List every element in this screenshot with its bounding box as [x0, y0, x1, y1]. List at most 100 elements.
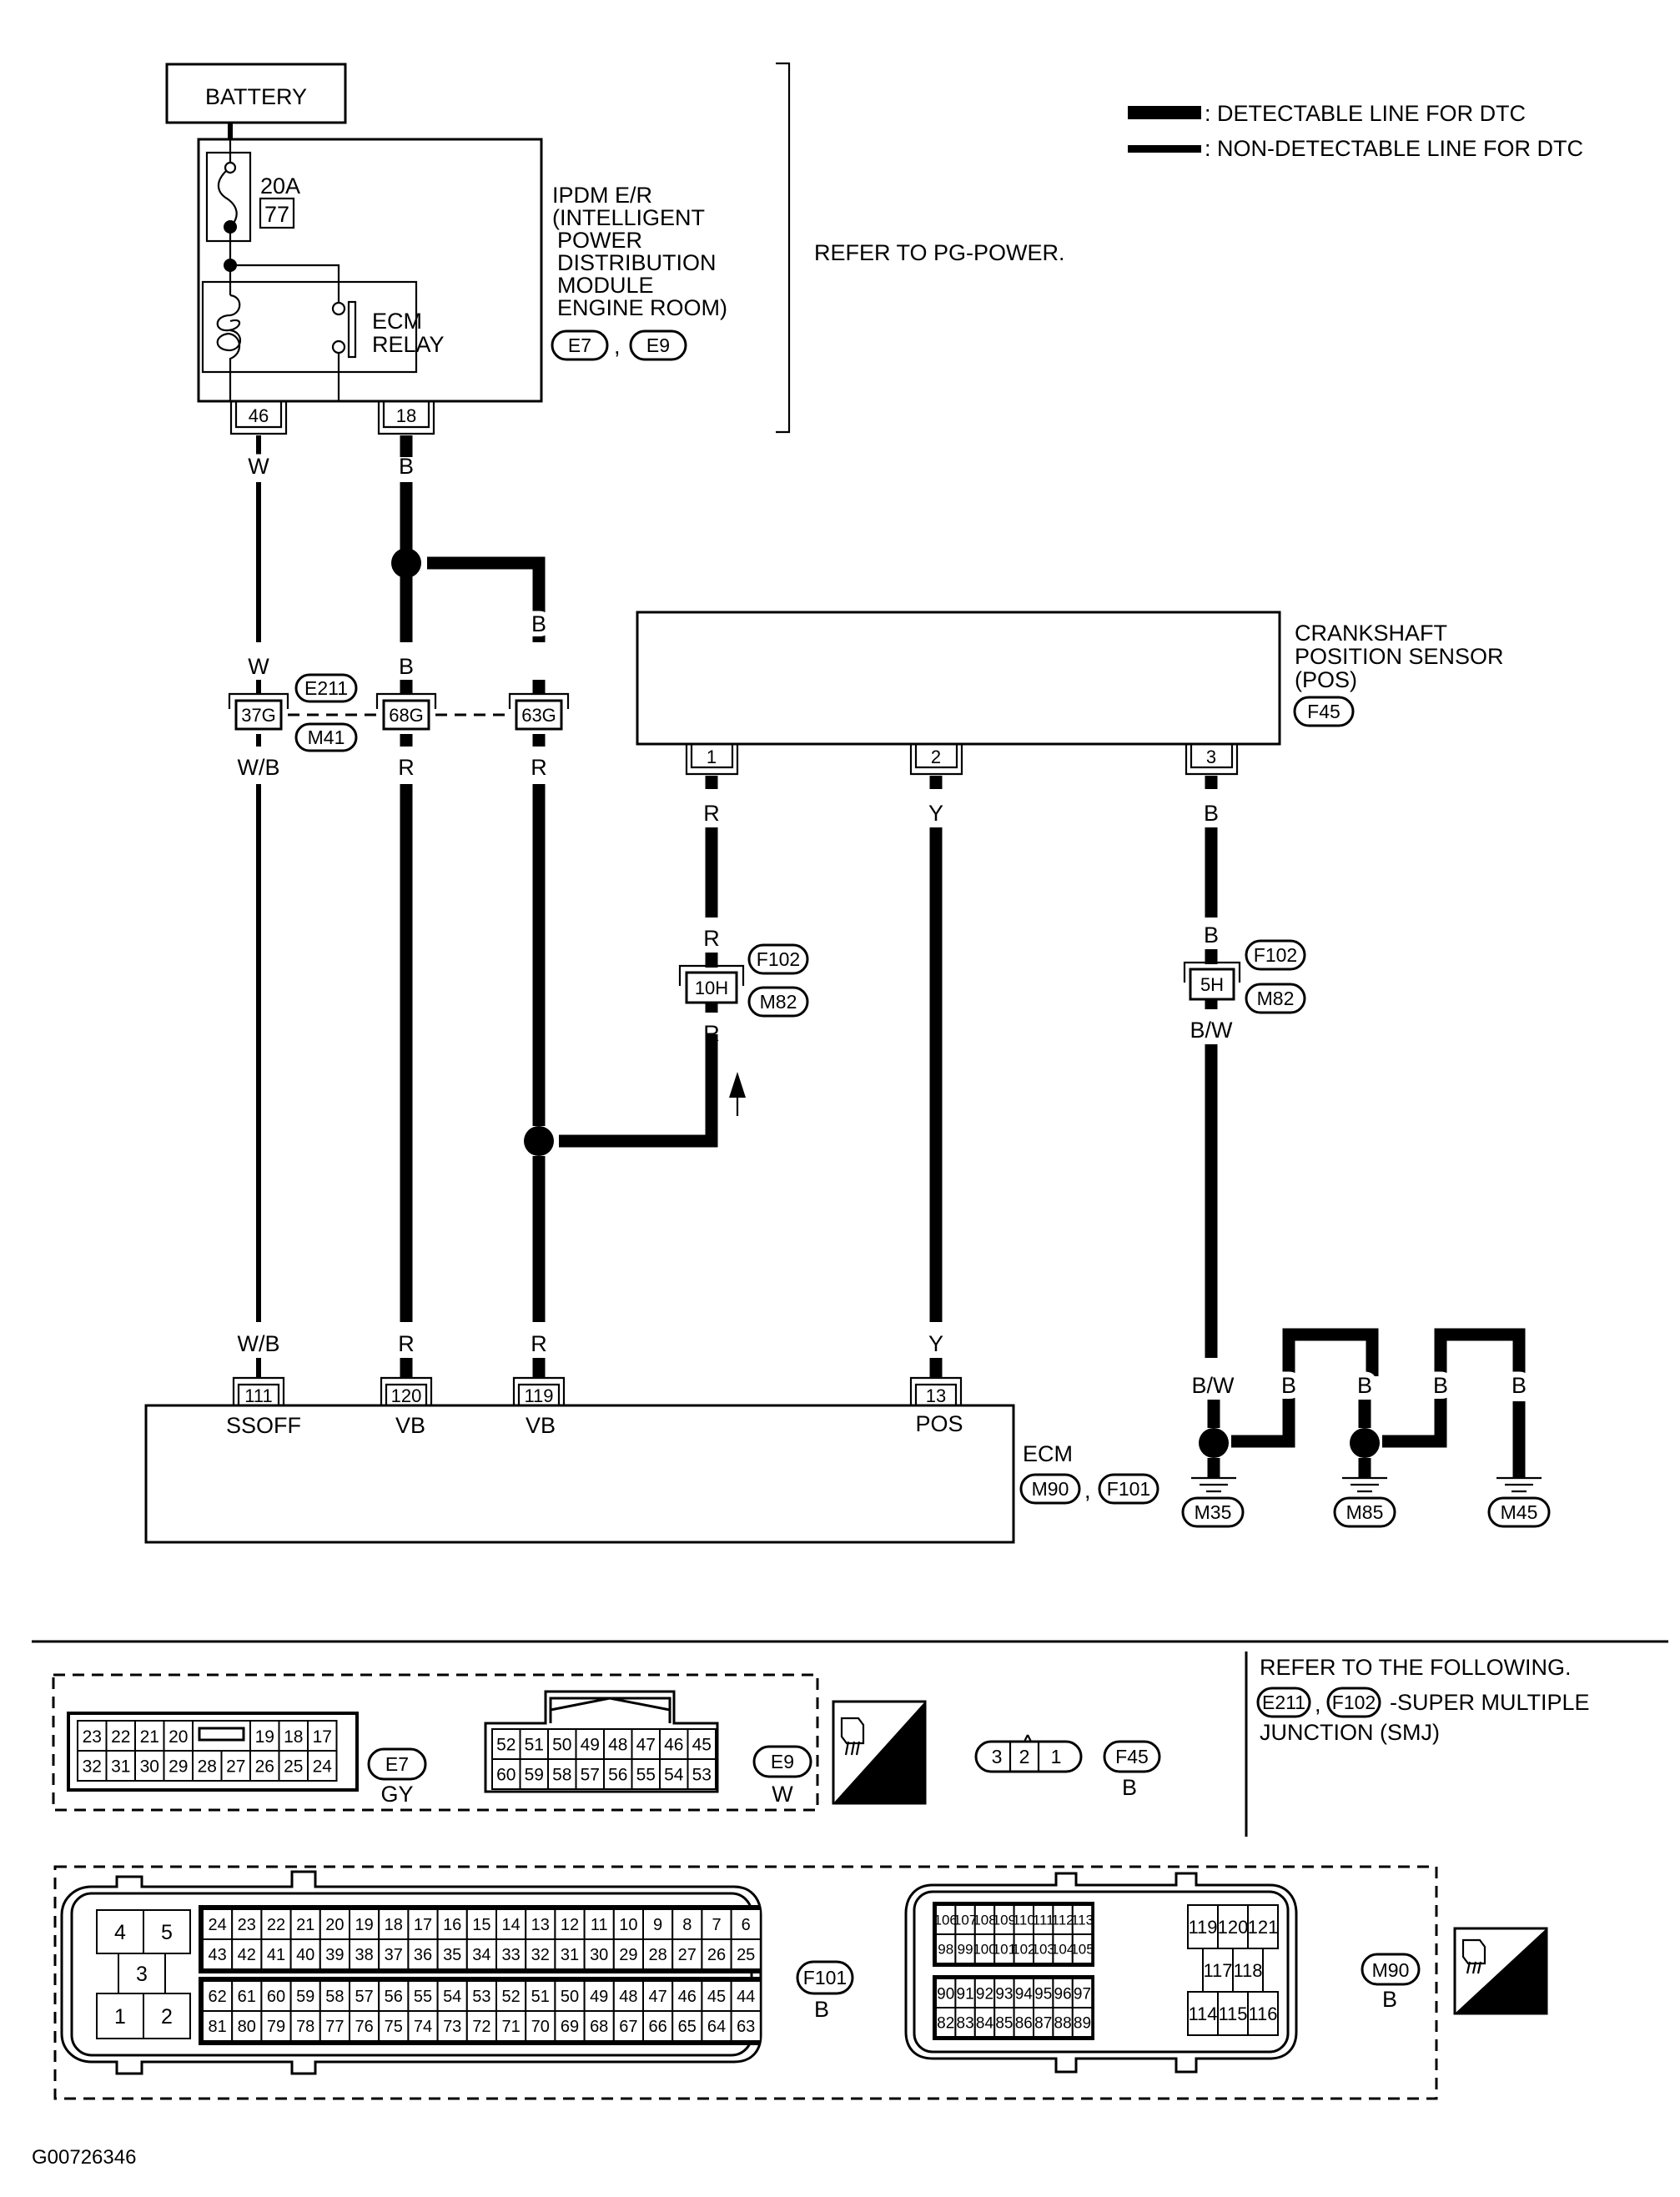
connector-ref-e7[interactable] — [551, 329, 609, 361]
svg-text:51: 51 — [525, 1736, 544, 1755]
svg-text:68: 68 — [590, 2018, 608, 2036]
svg-text:R: R — [703, 1021, 720, 1046]
svg-text:25: 25 — [737, 1946, 755, 1964]
ecm-relay-box — [201, 280, 418, 374]
svg-text:118: 118 — [1233, 1960, 1262, 1981]
connector-pin: 19 — [249, 1720, 280, 1752]
ecm-connector-group — [53, 1865, 1438, 2100]
svg-text:5H: 5H — [1200, 974, 1224, 995]
connector-ref-m41[interactable]: M41 — [294, 722, 358, 752]
connector-ref-m82-a[interactable]: M82 — [747, 986, 809, 1018]
connector-label-e9[interactable]: E9 — [752, 1745, 812, 1778]
connector-ref-m90[interactable]: M90 — [1019, 1473, 1081, 1505]
connector-label-f45[interactable]: F45 — [1103, 1740, 1161, 1773]
wire-b-main: B B R R — [391, 435, 546, 1378]
connector-pin: 104 — [1051, 1933, 1074, 1964]
connector-pin: 42 — [231, 1938, 263, 1970]
connector-pin: 49 — [575, 1728, 605, 1760]
ground-icon — [1191, 1476, 1236, 1493]
connector-ref-e9[interactable] — [629, 329, 687, 361]
connector-ref-f102-smj[interactable]: F102 — [1326, 1687, 1381, 1718]
svg-text:70: 70 — [531, 2018, 550, 2036]
svg-text:32: 32 — [83, 1757, 102, 1777]
connector-pin: 67 — [612, 2010, 644, 2042]
svg-text:53: 53 — [692, 1766, 712, 1785]
svg-text:B: B — [1281, 1373, 1296, 1398]
joint-connector-5h: 5H — [1183, 961, 1241, 1001]
svg-text:58: 58 — [552, 1766, 571, 1785]
connector-ref-f102-b[interactable]: F102 — [1245, 939, 1306, 971]
crankshaft-position-sensor: CRANKSHAFT POSITION SENSOR (POS) F45 — [636, 611, 1504, 746]
svg-text:R: R — [531, 1331, 547, 1356]
ecm-pin-120: 120 VB — [380, 1376, 433, 1438]
connector-pin: 59 — [289, 1980, 321, 2012]
connector-pin: 24 — [307, 1750, 338, 1782]
connector-ref-m82-b[interactable]: M82 — [1245, 983, 1306, 1014]
connector-ref-e211-smj[interactable]: E211 — [1256, 1687, 1311, 1718]
connector-pin: 65 — [671, 2010, 703, 2042]
connector-label-e7[interactable]: E7 — [367, 1747, 427, 1781]
connector-pin: 32 — [525, 1938, 556, 1970]
svg-text:33: 33 — [501, 1946, 520, 1964]
svg-text:B: B — [399, 454, 414, 479]
svg-text:48: 48 — [608, 1736, 627, 1755]
connector-pin: 26 — [701, 1938, 732, 1970]
connector-label-f101[interactable]: F101 — [796, 1960, 854, 1995]
connector-pin: 20 — [319, 1908, 350, 1940]
connector-pin: 87 — [1033, 2007, 1054, 2038]
svg-text:E211: E211 — [1262, 1692, 1305, 1713]
connector-color-e7: GY — [380, 1782, 413, 1807]
connector-pin: 68 — [583, 2010, 615, 2042]
connector-pin: 33 — [495, 1938, 527, 1970]
connector-pin: 44 — [730, 1980, 762, 2012]
svg-text:4: 4 — [114, 1921, 126, 1944]
signal-arrow-icon — [729, 1072, 746, 1098]
svg-text:3: 3 — [1206, 747, 1216, 767]
connector-pin: 115 — [1217, 1991, 1249, 2036]
svg-text:F102: F102 — [757, 948, 800, 970]
harness-side-badge-e7e9: H.S. — [832, 1700, 927, 1805]
ipdm-connector-group — [52, 1673, 819, 1812]
svg-text:101: 101 — [993, 1942, 1016, 1958]
connector-ref-f102-a[interactable]: F102 — [747, 943, 809, 975]
connector-pin: 31 — [554, 1938, 586, 1970]
fuse-number: 77 — [264, 202, 289, 227]
connector-ref-e211[interactable]: E211 — [294, 673, 358, 703]
svg-text:M82: M82 — [1257, 988, 1295, 1009]
svg-text:111: 111 — [244, 1385, 272, 1406]
connector-pin: 36 — [407, 1938, 439, 1970]
connector-pin: 66 — [642, 2010, 674, 2042]
svg-text:M90: M90 — [1372, 1959, 1410, 1981]
svg-text:89: 89 — [1074, 2014, 1091, 2032]
svg-text:Y: Y — [928, 801, 943, 826]
connector-pin: 5 — [143, 1909, 191, 1954]
svg-text:55: 55 — [636, 1766, 656, 1785]
svg-text:21: 21 — [140, 1727, 159, 1747]
svg-text:F101: F101 — [1107, 1478, 1150, 1500]
svg-text:52: 52 — [496, 1736, 516, 1755]
connector-pin: 29 — [163, 1750, 194, 1782]
ground-m85: M85 — [1333, 1476, 1396, 1528]
ipdm-pin-46: 46 — [229, 402, 288, 435]
connector-label-m90[interactable]: M90 — [1361, 1953, 1421, 1986]
connector-plug-icon — [1461, 1938, 1486, 1974]
svg-text:22: 22 — [111, 1727, 130, 1747]
svg-text:102: 102 — [1012, 1942, 1035, 1958]
connector-pin: 17 — [407, 1908, 439, 1940]
svg-text:84: 84 — [976, 2014, 994, 2032]
svg-text:35: 35 — [443, 1946, 461, 1964]
connector-pin: 27 — [220, 1750, 251, 1782]
connector-ref-f45[interactable]: F45 — [1293, 696, 1355, 727]
svg-text:H.S.: H.S. — [1498, 1983, 1542, 2008]
connector-pin: 74 — [407, 2010, 439, 2042]
connector-ref-f101[interactable]: F101 — [1098, 1473, 1159, 1505]
connector-pin: 38 — [349, 1938, 380, 1970]
connector-pin: 6 — [730, 1908, 762, 1940]
svg-text:110: 110 — [1013, 1913, 1035, 1928]
connector-pin: 28 — [642, 1938, 674, 1970]
connector-pin: 80 — [231, 2010, 263, 2042]
connector-pin: 26 — [249, 1750, 280, 1782]
wire-w: W W W W/B W/B — [238, 435, 280, 1378]
connector-pin: 88 — [1052, 2007, 1074, 2038]
